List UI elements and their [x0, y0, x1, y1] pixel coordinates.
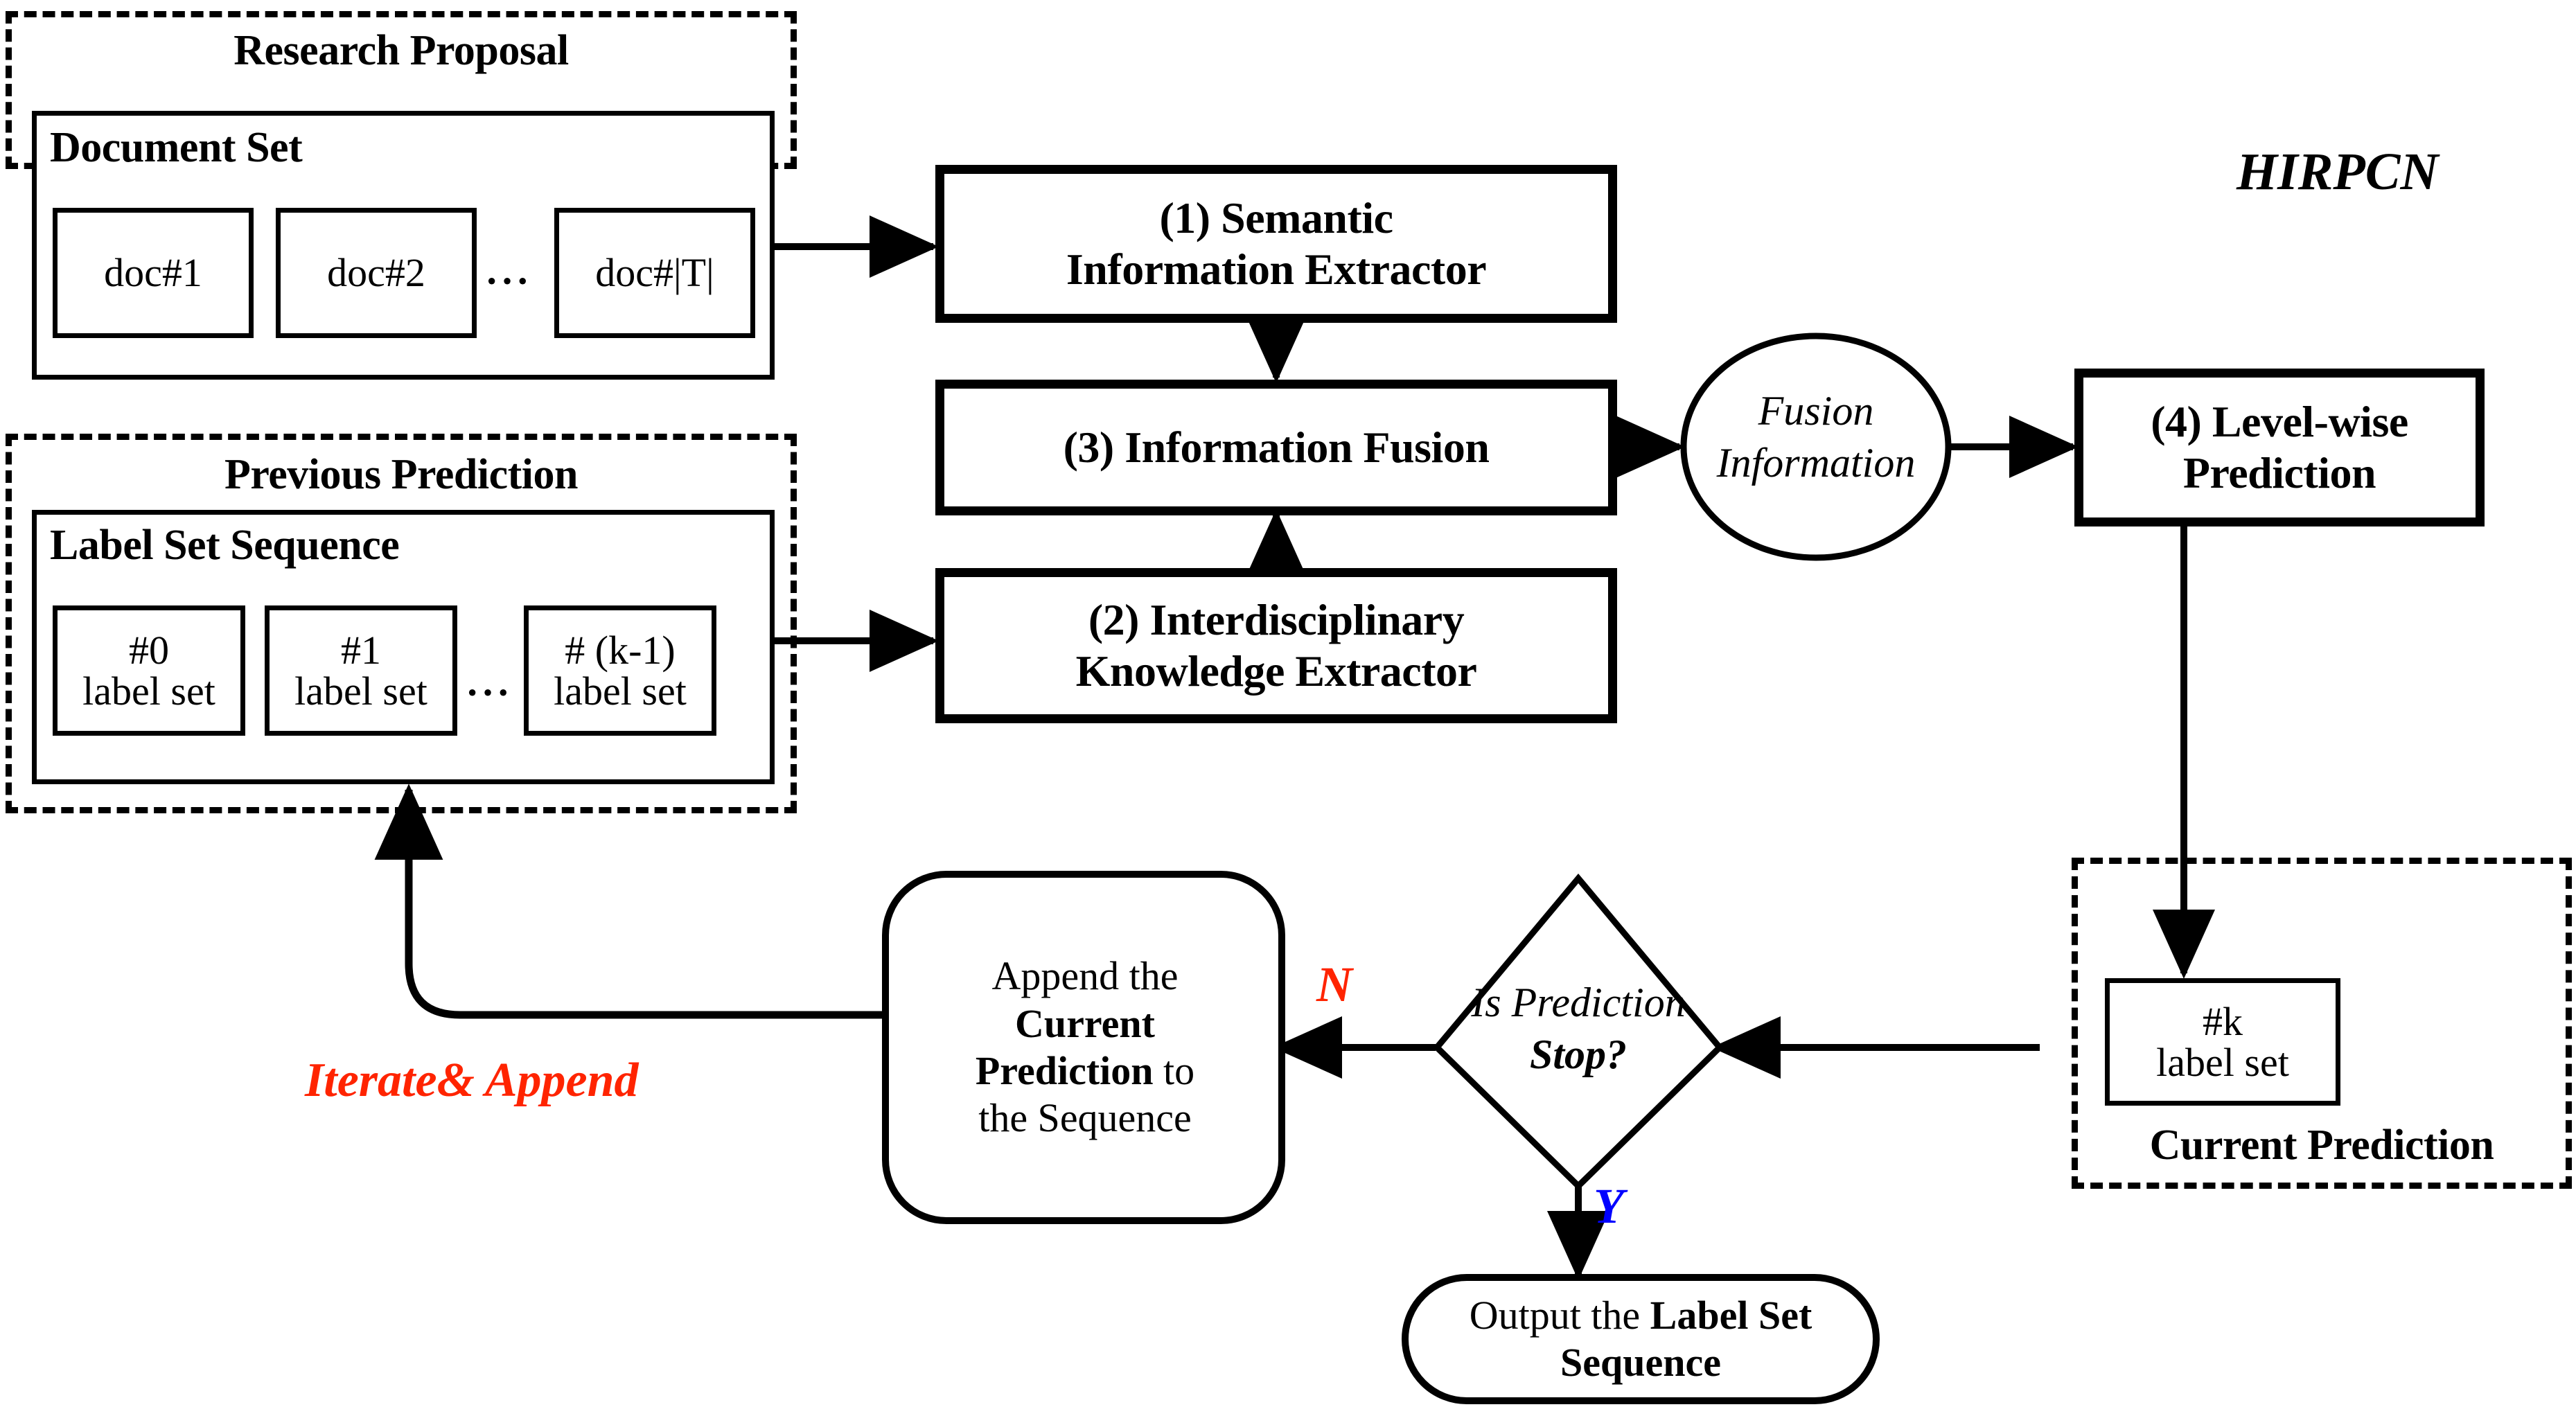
module-2-line2: Knowledge Extractor [1075, 646, 1477, 696]
output-line2: Sequence [1560, 1340, 1721, 1385]
fusion-information-line1: Fusion [1758, 388, 1874, 434]
labelset-item-0: #0 label set [53, 605, 245, 736]
append-node-shape [882, 871, 1285, 1224]
module-4-line2: Prediction [2182, 448, 2376, 497]
doc-items-ellipsis: ··· [485, 258, 532, 303]
labelset-item-0-label: label set [82, 669, 215, 714]
append-line3-rest: to [1153, 1048, 1195, 1093]
fusion-information-line2: Information [1716, 440, 1916, 486]
brand-title: HIRPCN [2237, 143, 2439, 201]
labelset-item-last-label: label set [554, 669, 687, 714]
decision-no-label: N [1316, 957, 1352, 1012]
output-node-shape [1402, 1274, 1880, 1404]
labelset-item-0-index: #0 [129, 627, 169, 673]
fusion-information-ellipse [1680, 333, 1952, 561]
append-line1: Append the [991, 953, 1179, 999]
document-set-title: Document Set [50, 124, 303, 171]
labelset-item-1-index: #1 [341, 627, 381, 673]
append-line3-bold: Prediction [975, 1048, 1154, 1093]
decision-line2: Stop? [1529, 1032, 1627, 1077]
output-line1: Output the Label Set [1470, 1292, 1812, 1339]
output-line1-plain: Output the [1469, 1292, 1650, 1338]
module-4-line1: (4) Level-wise [2151, 396, 2408, 446]
module-semantic-information-extractor: (1) Semantic Information Extractor [935, 165, 1617, 323]
append-line3: Prediction to [976, 1047, 1194, 1095]
module-1-line2: Information Extractor [1066, 245, 1487, 294]
append-node-label: Append the Current Prediction to the Seq… [898, 884, 1272, 1211]
decision-yes-label: Y [1594, 1178, 1624, 1234]
module-interdisciplinary-knowledge-extractor: (2) Interdisciplinary Knowledge Extracto… [935, 568, 1617, 723]
doc-item-1: doc#1 [53, 208, 254, 338]
arrow-append-loop-to-labelseq [374, 784, 885, 1019]
group-current-prediction [2072, 858, 2572, 1189]
loop-label-iterate-append: Iterate& Append [305, 1054, 639, 1107]
module-information-fusion: (3) Information Fusion [935, 380, 1617, 515]
module-level-wise-prediction: (4) Level-wise Prediction [2074, 369, 2485, 526]
output-node-label: Output the Label Set Sequence [1413, 1282, 1868, 1397]
labelset-items-ellipsis: ··· [466, 670, 513, 715]
doc-item-2: doc#2 [276, 208, 477, 338]
append-line2: Current [1015, 1000, 1155, 1046]
labelset-item-last: # (k-1) label set [524, 605, 716, 736]
current-prediction-index: #k [2203, 998, 2243, 1044]
current-prediction-item: #k label set [2105, 978, 2340, 1106]
decision-line1: Is Prediction [1471, 980, 1686, 1025]
group-previous-prediction [6, 434, 797, 813]
group-research-proposal-title: Research Proposal [233, 27, 569, 74]
label-set-sequence-title: Label Set Sequence [50, 522, 400, 569]
module-1-line1: (1) Semantic [1159, 193, 1393, 242]
output-line1-bold: Label Set [1650, 1292, 1812, 1338]
group-current-prediction-title: Current Prediction [2149, 1122, 2494, 1169]
labelset-item-1: #1 label set [265, 605, 457, 736]
decision-label: Is Prediction Stop? [1364, 977, 1793, 1081]
doc-item-last: doc#|T| [554, 208, 755, 338]
labelset-item-last-index: # (k-1) [565, 627, 676, 673]
module-2-line1: (2) Interdisciplinary [1088, 594, 1465, 644]
current-prediction-label: label set [2156, 1040, 2289, 1085]
fusion-information-label: Fusion Information [1636, 385, 1996, 489]
group-previous-prediction-title: Previous Prediction [224, 451, 579, 498]
decision-diamond [1432, 873, 1724, 1191]
append-line4: the Sequence [978, 1095, 1192, 1141]
module-3-line1: (3) Information Fusion [1063, 422, 1490, 472]
labelset-item-1-label: label set [294, 669, 427, 714]
